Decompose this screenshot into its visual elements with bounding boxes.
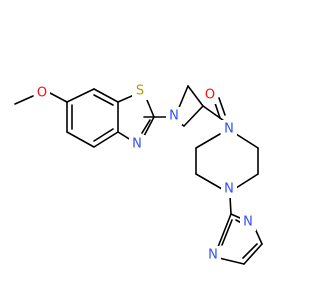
atom-sulfur-thiazole: S [136,84,144,99]
atom-nitrogen-pyrimidine-1: N [243,215,253,230]
atom-oxygen-carbonyl: O [205,88,215,103]
atom-nitrogen-thiazole: N [132,137,142,152]
methoxy-group [14,92,68,105]
piperazine-pyrimidine-bond [229,195,232,215]
thiazole-ring [117,94,155,141]
atom-nitrogen-pyrimidine-3: N [208,248,218,263]
atom-nitrogen-azetidine: N [169,109,179,124]
benzene-ring [66,88,119,148]
atom-nitrogen-piperazine-4: N [224,182,234,197]
molecule-structure: O S N N O N N N N [14,82,263,265]
piperazine-ring [195,133,259,190]
atom-labels: O S N N O N N N N [34,82,256,264]
atom-oxygen-methoxy: O [37,86,47,101]
atom-nitrogen-piperazine-1: N [224,122,234,137]
molecule-canvas: O S N N O N N N N [14,82,263,265]
